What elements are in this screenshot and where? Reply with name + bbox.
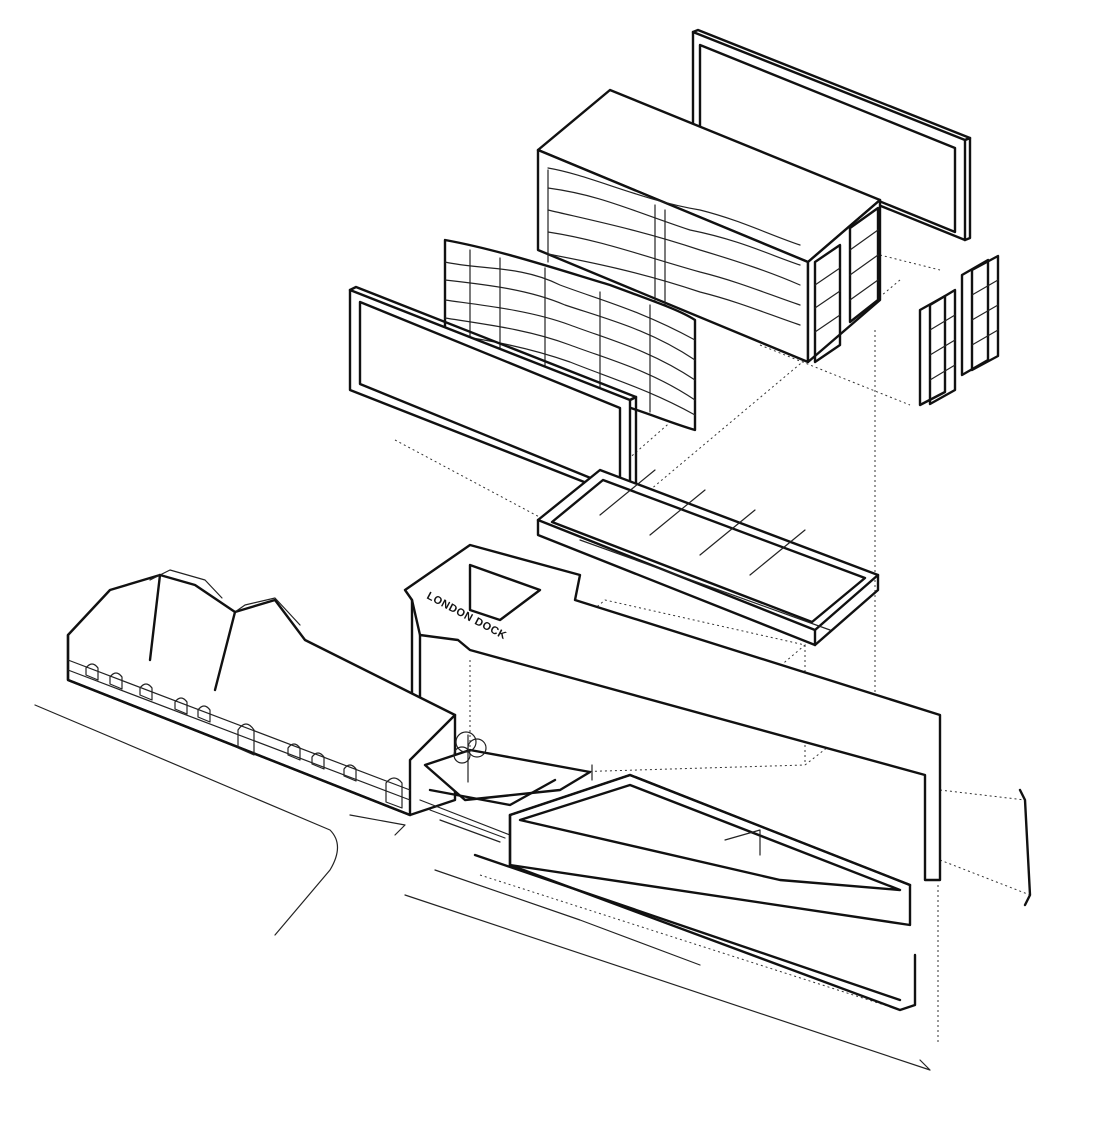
stair-core-pieces xyxy=(918,254,1000,407)
ground-plane xyxy=(34,704,931,1071)
london-dock-canopy: LONDON DOCK xyxy=(403,543,942,882)
warehouse-building xyxy=(66,569,457,817)
plinth-block xyxy=(508,773,917,1012)
courtyard xyxy=(419,748,593,843)
upper-building-volume xyxy=(536,88,882,364)
tree xyxy=(453,731,487,783)
floor-plate-tray xyxy=(536,468,880,647)
thin-panel xyxy=(1018,788,1032,907)
rear-frame-panel xyxy=(691,28,972,242)
